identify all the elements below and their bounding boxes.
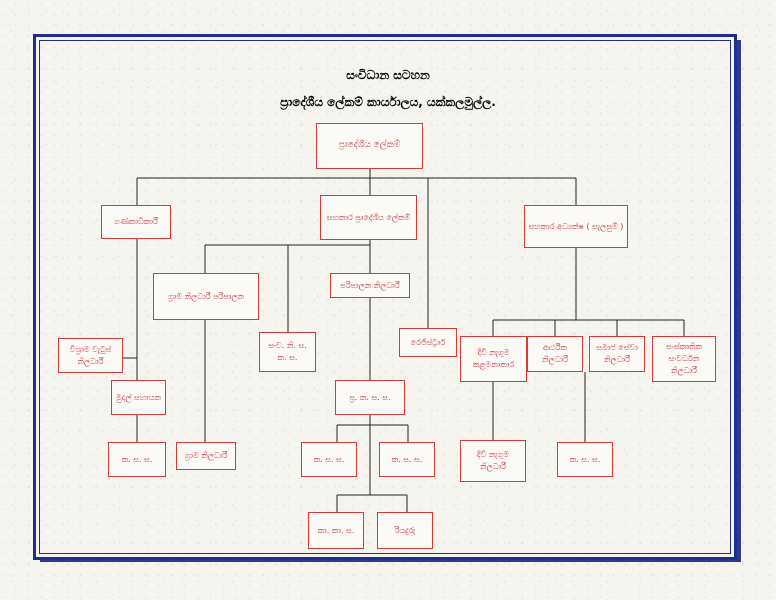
- node-masa-1: ක. ස. ස.: [108, 442, 166, 477]
- node-social-service-officer: සමාජ සේවා නිලධාරී: [589, 336, 645, 372]
- node-masa-3: ක. ස. ස.: [379, 442, 435, 477]
- node-development-officer: විශ්‍රාම වැටුප් නිලධාරී: [58, 338, 123, 373]
- node-registrar: රෙජිස්ට්‍රාර්: [399, 328, 457, 357]
- node-masa-2: ක. ස. ස.: [301, 442, 357, 477]
- chart-subtitle: ප්‍රාදේශීය ලේකම් කාර්යාලය, යක්කලමුල්ල.: [280, 95, 496, 109]
- node-chief-mso: ප්‍ර. ක. ස. ස.: [335, 380, 405, 415]
- node-gn-officer: ග්‍රාම නිලධාරී: [176, 442, 236, 470]
- node-asst-director-planning: සහකාර අධ්‍යක්ෂ ( සැලසුම් ): [524, 205, 628, 248]
- frame-shadow-right: [737, 40, 741, 562]
- node-kks: කා. කා. ස.: [308, 512, 364, 549]
- chart-title: සංවිධාන සටහන: [346, 68, 430, 82]
- node-samurdhi-manager: දිවි නැගුම කළමනාකාර: [460, 336, 527, 382]
- node-economic-officer: ආර්ථික නිලධාරී: [527, 336, 583, 372]
- outer-frame: [33, 34, 737, 560]
- frame-shadow-bottom: [40, 558, 740, 562]
- node-asst-divisional-secretary: සහකාර ප්‍රාදේශීය ලේකම්: [320, 195, 417, 240]
- node-admin-officer: පරිපාලන නිලධාරී: [330, 273, 410, 298]
- node-shroff: මුදල් සහායක: [111, 380, 166, 415]
- node-masa-4: ක. ස. ස.: [557, 442, 613, 477]
- node-mo-mk: සංව. නි. ස. ක. ස.: [259, 332, 316, 372]
- node-samurdhi-dev-officer: දිවි නැගුම නිලධාරී: [460, 440, 526, 482]
- inner-frame: [39, 40, 731, 554]
- node-gn-administration: ග්‍රාම නිලධාරී පරිපාලන: [153, 273, 259, 320]
- node-divisional-secretary: ප්‍රාදේශීය ලේකම්: [316, 123, 423, 169]
- node-driver: රියදුරු: [377, 512, 433, 549]
- node-accountant: ගණකාධිකාරී: [101, 205, 171, 239]
- node-cultural-officer: සංස්කෘතික සංවර්ධන නිලධාරී: [652, 336, 716, 382]
